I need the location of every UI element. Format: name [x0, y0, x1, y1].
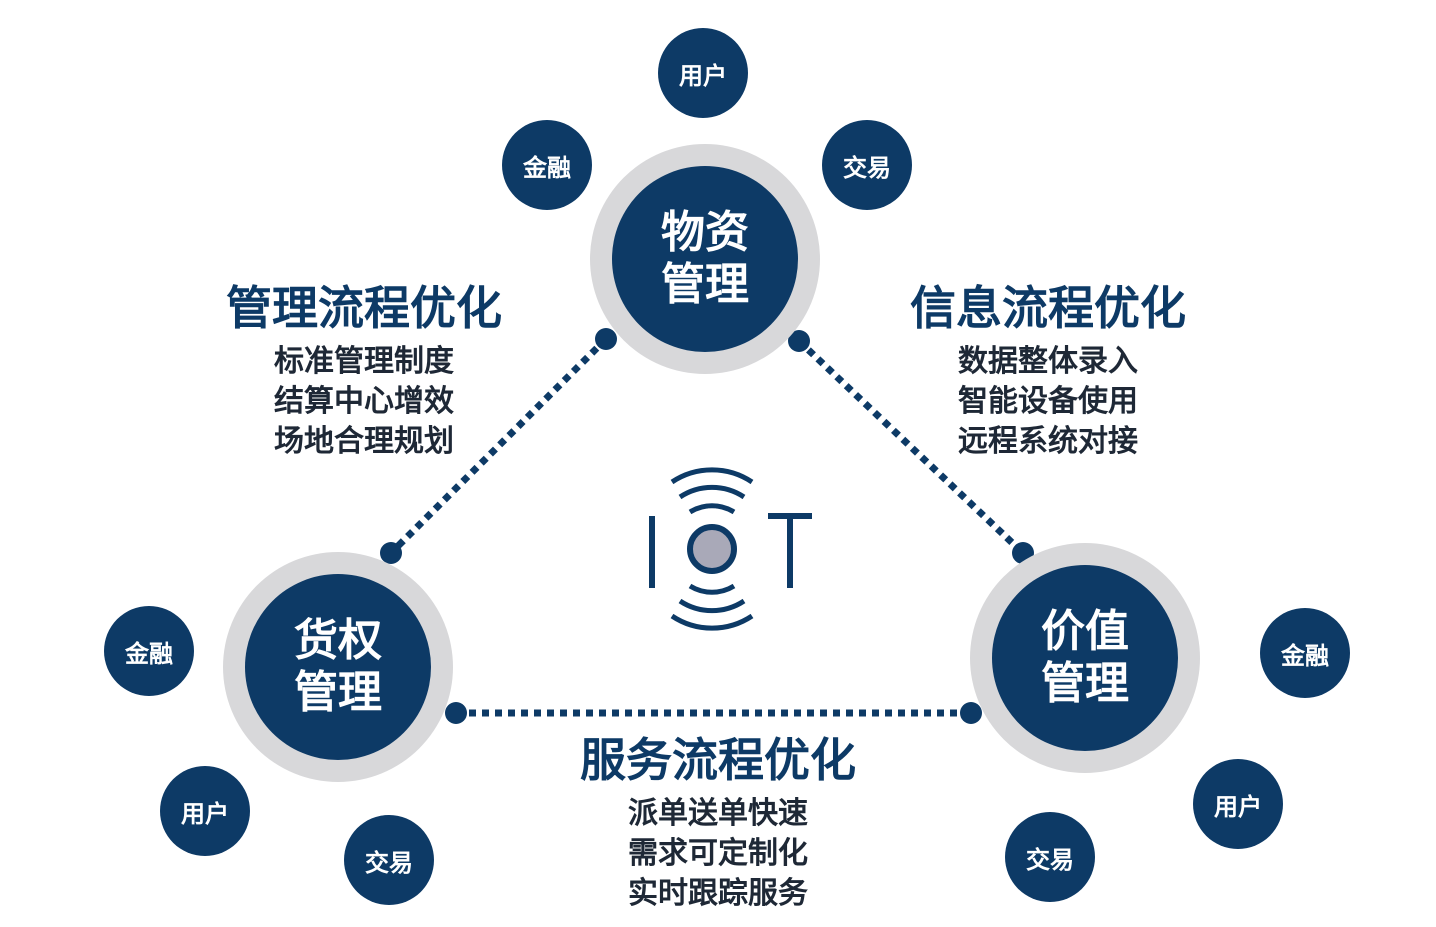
satellite-finance: 金融: [104, 606, 194, 696]
flow-service: 服务流程优化 派单送单快速 需求可定制化 实时跟踪服务: [568, 732, 868, 914]
satellite-user: 用户: [1193, 759, 1283, 849]
flow-item: 智能设备使用: [958, 384, 1138, 419]
flow-heading: 信息流程优化: [910, 281, 1186, 335]
hub-label-line2: 管理: [294, 667, 382, 718]
flow-item: 数据整体录入: [958, 344, 1138, 379]
satellite-user: 用户: [658, 28, 748, 118]
satellite-trade: 交易: [1005, 812, 1095, 902]
flow-item: 场地合理规划: [274, 424, 454, 459]
hub-core: 货权 管理: [245, 574, 431, 760]
flow-item: 派单送单快速: [628, 796, 808, 831]
hub-core: 物资 管理: [612, 166, 798, 352]
flow-heading: 管理流程优化: [226, 281, 502, 335]
flow-item: 远程系统对接: [958, 424, 1138, 459]
connector-dot: [788, 330, 810, 352]
flow-items: 标准管理制度 结算中心增效 场地合理规划: [214, 342, 514, 462]
connector-dot: [380, 542, 402, 564]
hub-materials-management: 物资 管理: [590, 144, 820, 374]
hub-value-management: 价值 管理: [970, 543, 1200, 773]
iot-icon: [649, 467, 812, 631]
flow-items: 数据整体录入 智能设备使用 远程系统对接: [898, 342, 1198, 462]
hub-ownership-management: 货权 管理: [223, 552, 453, 782]
hub-label-line1: 价值: [1041, 606, 1129, 657]
connector-top-left: [388, 336, 609, 556]
flow-item: 实时跟踪服务: [628, 876, 808, 911]
hub-label-line1: 货权: [294, 615, 382, 666]
connector-dot: [960, 702, 982, 724]
hub-core: 价值 管理: [992, 565, 1178, 751]
satellite-finance: 金融: [1260, 608, 1350, 698]
hub-label-line2: 管理: [1041, 658, 1129, 709]
satellite-trade: 交易: [344, 815, 434, 905]
flow-information: 信息流程优化 数据整体录入 智能设备使用 远程系统对接: [898, 280, 1198, 462]
connector-dot: [595, 328, 617, 350]
hub-label-line2: 管理: [661, 259, 749, 310]
flow-item: 结算中心增效: [274, 384, 454, 419]
satellite-trade: 交易: [822, 120, 912, 210]
satellite-user: 用户: [160, 766, 250, 856]
connector-dot: [445, 702, 467, 724]
flow-item: 标准管理制度: [274, 344, 454, 379]
flow-heading: 服务流程优化: [580, 733, 856, 787]
satellite-finance: 金融: [502, 120, 592, 210]
hub-label-line1: 物资: [661, 207, 749, 258]
flow-management: 管理流程优化 标准管理制度 结算中心增效 场地合理规划: [214, 280, 514, 462]
flow-items: 派单送单快速 需求可定制化 实时跟踪服务: [568, 794, 868, 914]
flow-item: 需求可定制化: [628, 836, 808, 871]
